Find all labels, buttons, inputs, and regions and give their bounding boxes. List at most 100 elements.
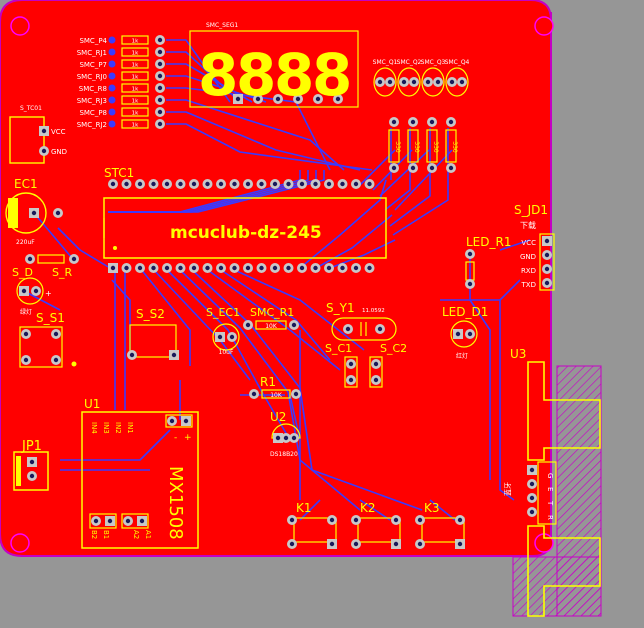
trace-16 bbox=[299, 179, 387, 269]
res-array-value-4: 330 bbox=[451, 141, 458, 153]
res-array-pad-bot-3-drill bbox=[429, 165, 435, 171]
display-pad-5-drill bbox=[315, 96, 321, 102]
u1-in-label-1: IN4 bbox=[90, 422, 98, 434]
transistor-body-3 bbox=[421, 67, 445, 97]
res-array-value-2: 330 bbox=[413, 141, 420, 153]
trace-33 bbox=[60, 429, 171, 461]
s-c1-pad-2-drill bbox=[348, 377, 354, 383]
u1-label: U1 bbox=[84, 397, 100, 411]
u3-pin-label-4: R bbox=[546, 515, 554, 520]
transistor-pad-2b-drill bbox=[411, 79, 417, 85]
display-pad-2-drill bbox=[255, 96, 261, 102]
s-s1-pad-3-drill bbox=[23, 357, 29, 363]
trace-30 bbox=[57, 227, 111, 269]
trace-39 bbox=[499, 279, 521, 301]
sd-sub: 绿灯 bbox=[20, 308, 32, 316]
key-pad-1b-drill bbox=[329, 517, 335, 523]
u3-pin-label-1: G bbox=[546, 473, 554, 478]
led-d1-pad-1-drill bbox=[455, 331, 461, 337]
stc1-top-pin-20-drill bbox=[367, 181, 372, 187]
jumper-label-3: SMC_P7 bbox=[79, 61, 107, 69]
stc1-bottom-pin-16-drill bbox=[313, 265, 318, 271]
s-ec1-pad-2-drill bbox=[229, 334, 235, 340]
transistor-label-2: SMC_Q2 bbox=[397, 59, 422, 66]
s-jd1-outline bbox=[539, 233, 555, 291]
key-pad-3a-drill bbox=[417, 517, 423, 523]
jumper-pad-1-drill bbox=[157, 37, 163, 43]
stc1-bottom-pin-6-drill bbox=[178, 265, 183, 271]
stc1-top-pin-13-drill bbox=[272, 181, 278, 187]
stc01-gnd-label: GND bbox=[51, 148, 67, 156]
s-y1-outline bbox=[331, 317, 397, 341]
seven-segment-digit-2: 8 bbox=[236, 41, 276, 109]
display-pad-4-drill bbox=[295, 96, 301, 102]
led-d1-outline bbox=[450, 320, 478, 348]
key-pad-3c-drill bbox=[417, 541, 423, 547]
jumper-label-8: SMC_RJ2 bbox=[77, 121, 107, 129]
stc01-label: S_TC01 bbox=[20, 105, 42, 112]
u1-power-pad-1-drill bbox=[169, 418, 175, 424]
res-array-pad-bot-4-drill bbox=[448, 165, 454, 171]
stc1-top-pin-1-drill bbox=[110, 181, 116, 187]
jumper-pad-3-drill bbox=[157, 61, 163, 67]
trace-28 bbox=[229, 267, 365, 351]
jumper-label-4: SMC_RJ0 bbox=[77, 73, 107, 81]
stc1-top-pin-14-drill bbox=[286, 181, 291, 187]
key-pad-3d-drill bbox=[457, 541, 463, 547]
res-array-body-4 bbox=[445, 129, 457, 163]
u1-plus: + bbox=[184, 433, 192, 443]
s-y1-label: S_Y1 bbox=[326, 301, 355, 315]
u1-out-label-1: B2 bbox=[90, 530, 98, 539]
stc1-bottom-pin-5-drill bbox=[164, 265, 170, 271]
sr-body bbox=[37, 254, 65, 264]
stc01-pad-gnd-drill bbox=[41, 148, 47, 154]
s-s2-pad-1-drill bbox=[129, 352, 135, 358]
res-array-pad-top-4-drill bbox=[448, 119, 454, 125]
trace-14 bbox=[379, 149, 430, 197]
stc1-top-pin-17-drill bbox=[326, 181, 332, 187]
jumper-via-3 bbox=[108, 60, 116, 68]
trace-17 bbox=[315, 214, 393, 269]
s-ec1-label: S_EC1 bbox=[206, 306, 240, 319]
u1-in-label-3: IN2 bbox=[114, 422, 122, 434]
s-c1-label: S_C1 bbox=[325, 342, 352, 355]
stc1-top-pin-16-drill bbox=[313, 181, 318, 187]
trace-23 bbox=[164, 267, 291, 441]
stc1-top-pin-11-drill bbox=[245, 181, 251, 187]
res-array-value-3: 330 bbox=[432, 141, 439, 153]
ec1-value: 220uF bbox=[16, 239, 35, 246]
s-s1-dot bbox=[71, 361, 77, 367]
sd-plus: + bbox=[45, 289, 52, 298]
jd1-pin-label-2: GND bbox=[520, 253, 536, 261]
seven-segment-digit-3: 8 bbox=[274, 41, 314, 109]
s-ec1-outline bbox=[212, 323, 240, 351]
smc-r1-label: SMC_R1 bbox=[250, 306, 294, 319]
res-array-pad-bot-1-drill bbox=[391, 165, 397, 171]
stc1-top-pin-19-drill bbox=[353, 181, 359, 187]
u3-label: U3 bbox=[510, 347, 526, 361]
transistor-pad-3a-drill bbox=[425, 79, 431, 85]
u3-pad-4-drill bbox=[529, 509, 535, 515]
r1-label: R1 bbox=[260, 375, 276, 389]
board-outline bbox=[0, 0, 552, 557]
trace-5 bbox=[166, 99, 345, 171]
stc1-bottom-pin-12-drill bbox=[259, 265, 264, 271]
s-s1-label: S_S1 bbox=[36, 311, 65, 325]
r1-pad-1-drill bbox=[251, 391, 257, 397]
stc1-top-pin-5-drill bbox=[164, 181, 170, 187]
stc1-bottom-pin-10-drill bbox=[232, 265, 237, 271]
key-pad-1c-drill bbox=[289, 541, 295, 547]
jd1-pad-1-drill bbox=[544, 238, 550, 244]
jumper-label-6: SMC_RJ3 bbox=[77, 97, 107, 105]
transistor-label-3: SMC_Q3 bbox=[421, 59, 446, 66]
key-pad-2a-drill bbox=[353, 517, 359, 523]
trace-41 bbox=[299, 499, 321, 521]
u2-pad-1-drill bbox=[275, 435, 281, 441]
seven-segment-digit-4: 8 bbox=[312, 41, 352, 109]
jumper-value-6: 1k bbox=[132, 99, 139, 105]
jd1-pin-label-4: TXD bbox=[521, 281, 536, 289]
led-d1-pad-2-drill bbox=[467, 331, 473, 337]
transistor-label-4: SMC_Q4 bbox=[445, 59, 470, 66]
jumper-outline-6 bbox=[121, 95, 149, 105]
